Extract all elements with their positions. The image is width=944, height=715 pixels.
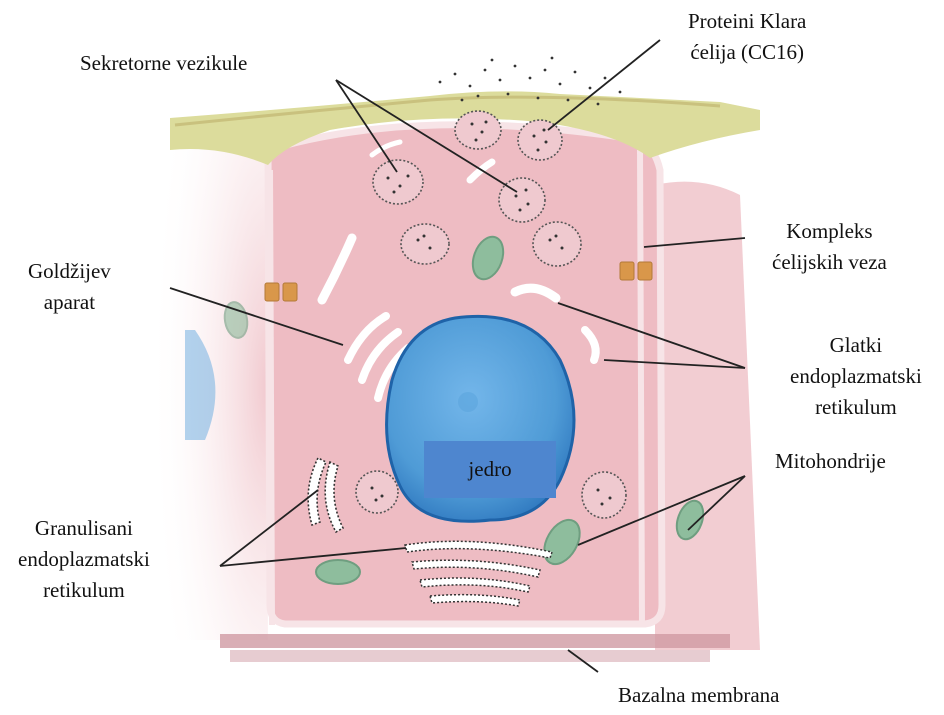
label-goldzi-line2: aparat — [28, 287, 111, 318]
label-goldzi-line1: Goldžijev — [28, 256, 111, 287]
right-neighbor-cell — [655, 182, 760, 650]
label-glatki-er: Glatki endoplazmatski retikulum — [790, 330, 922, 423]
label-granulisani-er: Granulisani endoplazmatski retikulum — [18, 513, 150, 606]
label-granulisani-line2: endoplazmatski — [18, 544, 150, 575]
label-bazalna-membrana: Bazalna membrana — [618, 680, 780, 711]
label-bazalna-line1: Bazalna membrana — [618, 680, 780, 711]
label-granulisani-line3: retikulum — [18, 575, 150, 606]
label-proteini-line2: ćelija (CC16) — [688, 37, 806, 68]
label-proteini-klara: Proteini Klara ćelija (CC16) — [688, 6, 806, 68]
nucleolus — [458, 392, 478, 412]
left-cell-border — [270, 170, 272, 625]
label-mitohondrije: Mitohondrije — [775, 446, 886, 477]
label-sekretorne-vezikule: Sekretorne vezikule — [80, 48, 247, 79]
label-glatki-line3: retikulum — [790, 392, 922, 423]
basal-membrane-band-lower — [230, 650, 710, 662]
label-jedro: jedro — [424, 441, 556, 498]
right-cell-border — [640, 150, 642, 625]
label-sekretorne-line1: Sekretorne vezikule — [80, 48, 247, 79]
label-kompleks-line1: Kompleks — [772, 216, 887, 247]
label-glatki-line1: Glatki — [790, 330, 922, 361]
label-glatki-line2: endoplazmatski — [790, 361, 922, 392]
label-kompleks-line2: ćelijskih veza — [772, 247, 887, 278]
label-kompleks-veza: Kompleks ćelijskih veza — [772, 216, 887, 278]
label-proteini-line1: Proteini Klara — [688, 6, 806, 37]
label-granulisani-line1: Granulisani — [18, 513, 150, 544]
label-goldzijev-aparat: Goldžijev aparat — [28, 256, 111, 318]
basal-membrane-band-upper — [220, 634, 730, 648]
label-mitohondrije-line1: Mitohondrije — [775, 446, 886, 477]
